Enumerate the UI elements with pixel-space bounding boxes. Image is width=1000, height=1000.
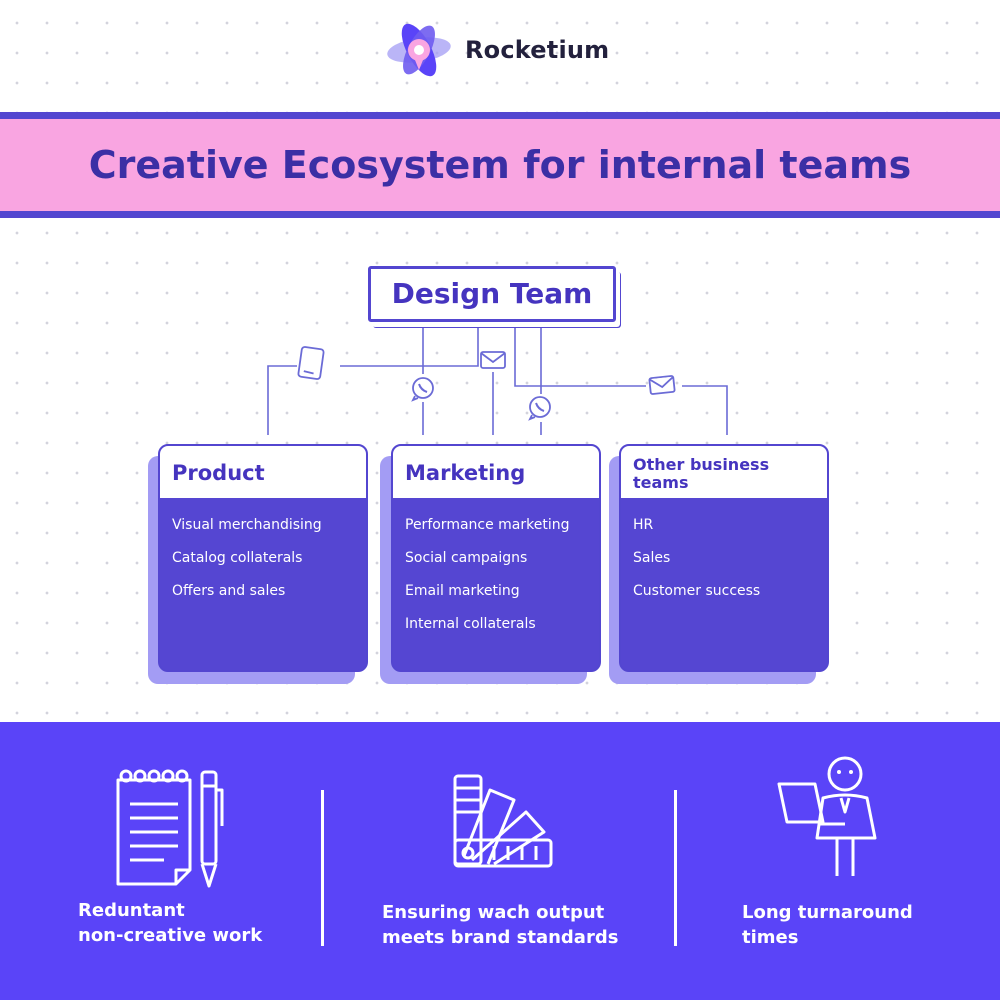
whatsapp-icon xyxy=(528,396,551,421)
list-item: Offers and sales xyxy=(172,583,286,599)
list-item: Catalog collaterals xyxy=(172,550,303,566)
color-swatch-icon xyxy=(453,774,553,868)
caption-line: non-creative work xyxy=(78,925,263,946)
email-icon xyxy=(648,375,676,395)
list-item: Internal collaterals xyxy=(405,616,536,632)
caption-line: Reduntant xyxy=(78,900,185,921)
design-team-title: Design Team xyxy=(391,277,593,310)
challenge-caption: Ensuring wach output meets brand standar… xyxy=(382,900,618,950)
list-item: Customer success xyxy=(633,583,761,599)
divider xyxy=(321,790,324,946)
list-item: Email marketing xyxy=(405,583,520,599)
team-task-list: HR Sales Customer success xyxy=(633,516,760,615)
team-task-list: Visual merchandising Catalog collaterals… xyxy=(172,516,322,615)
card-header: Other business teams xyxy=(621,446,827,498)
list-item: Visual merchandising xyxy=(172,517,322,533)
brand-header: Rocketium xyxy=(385,20,625,84)
card-header: Product xyxy=(160,446,366,498)
list-item: HR xyxy=(633,517,654,533)
notepad-pencil-icon xyxy=(116,769,224,888)
team-card-other: Other business teams HR Sales Customer s… xyxy=(619,444,829,672)
email-icon xyxy=(480,351,506,369)
team-card-product: Product Visual merchandising Catalog col… xyxy=(158,444,368,672)
person-laptop-icon xyxy=(777,756,877,876)
list-item: Performance marketing xyxy=(405,517,570,533)
caption-line: Long turnaround xyxy=(742,902,913,923)
title-banner: Creative Ecosystem for internal teams xyxy=(0,112,1000,218)
list-item: Social campaigns xyxy=(405,550,528,566)
list-item: Sales xyxy=(633,550,671,566)
card-title: Product xyxy=(172,461,265,485)
caption-line: meets brand standards xyxy=(382,927,619,948)
whatsapp-icon xyxy=(411,377,434,402)
design-team-box: Design Team xyxy=(368,266,616,322)
phone-icon xyxy=(297,346,325,380)
page-title: Creative Ecosystem for internal teams xyxy=(88,143,912,187)
card-title: Marketing xyxy=(405,461,526,485)
team-card-marketing: Marketing Performance marketing Social c… xyxy=(391,444,601,672)
team-task-list: Performance marketing Social campaigns E… xyxy=(405,516,570,648)
brand-name: Rocketium xyxy=(465,36,610,64)
connector-lines xyxy=(267,325,728,435)
challenges-band: Reduntant non-creative work Ensuring wac… xyxy=(0,722,1000,1000)
rocketium-logo-icon xyxy=(387,23,451,77)
caption-line: times xyxy=(742,927,799,948)
divider xyxy=(674,790,677,946)
card-title: Other business teams xyxy=(633,455,770,492)
card-header: Marketing xyxy=(393,446,599,498)
caption-line: Ensuring wach output xyxy=(382,902,605,923)
challenge-caption: Long turnaround times xyxy=(742,900,913,950)
challenge-caption: Reduntant non-creative work xyxy=(78,898,262,948)
